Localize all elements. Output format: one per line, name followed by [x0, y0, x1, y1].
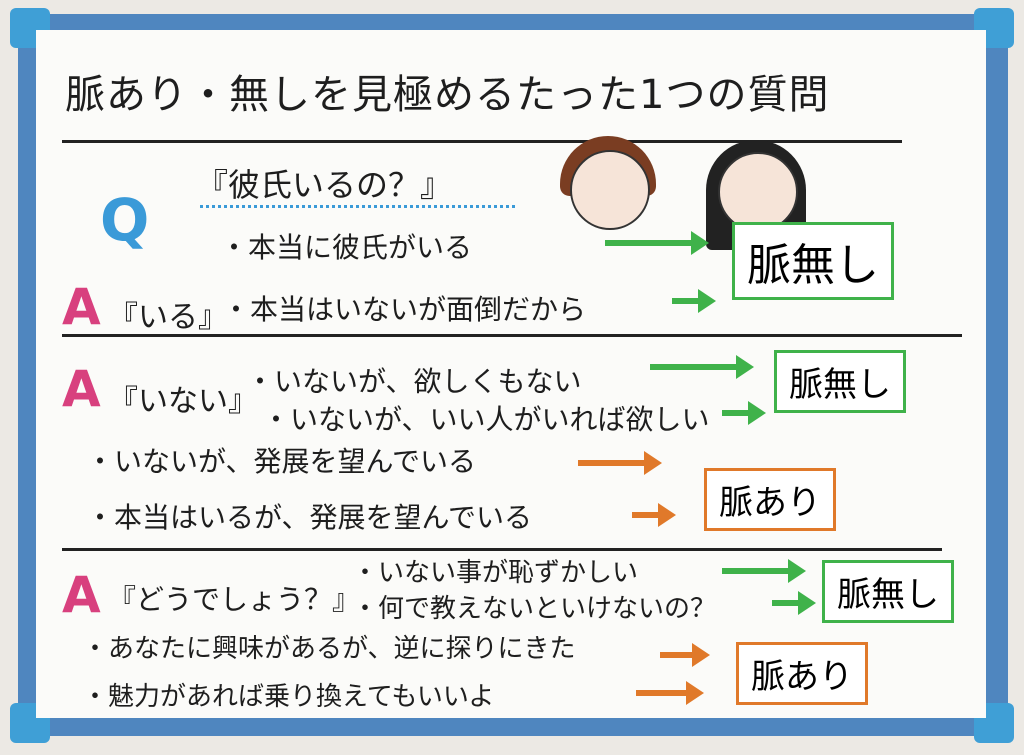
item: ・あなたに興味があるが、逆に探りにきた — [82, 634, 576, 664]
arrow-icon — [660, 643, 710, 667]
result-chance: 脈あり — [704, 468, 836, 531]
illustration-man-face — [570, 150, 650, 230]
arrow-icon — [578, 451, 662, 475]
question-text: 『彼氏いるの？』 — [196, 166, 453, 204]
result-no-chance: 脈無し — [732, 222, 894, 300]
item: ・何で教えないといけないの？ — [352, 594, 717, 624]
board-title: 脈あり・無しを見極めるたった1つの質問 — [65, 72, 830, 118]
arrow-icon — [650, 355, 754, 379]
divider — [62, 334, 962, 337]
arrow-icon — [772, 591, 816, 615]
arrow-icon — [722, 401, 766, 425]
item: ・魅力があれば乗り換えてもいいよ — [82, 682, 495, 712]
illustration-woman-face — [718, 152, 798, 232]
item: ・本当はいるが、発展を望んでいる — [86, 501, 533, 534]
item: ・いないが、発展を望んでいる — [86, 445, 477, 478]
arrow-icon — [632, 503, 676, 527]
item: ・いない事が恥ずかしい — [352, 558, 639, 588]
result-no-chance: 脈無し — [822, 560, 954, 623]
question-mark: Q — [100, 186, 150, 254]
answer-mark: A — [62, 278, 101, 336]
answer-text: 『どうでしょう？』 — [108, 583, 361, 616]
answer-text: 『いる』 — [108, 300, 228, 335]
arrow-icon — [636, 681, 704, 705]
answer-mark: A — [62, 566, 101, 624]
item: ・本当に彼氏がいる — [220, 231, 473, 264]
arrow-icon — [605, 231, 709, 255]
item: ・本当はいないが面倒だから — [222, 293, 587, 326]
arrow-icon — [722, 559, 806, 583]
item: ・いないが、いい人がいれば欲しい — [262, 403, 710, 436]
answer-text: 『いない』 — [108, 384, 258, 419]
divider — [62, 548, 942, 551]
result-no-chance: 脈無し — [774, 350, 906, 413]
item: ・いないが、欲しくもない — [246, 365, 582, 398]
answer-mark: A — [62, 360, 101, 418]
divider — [62, 140, 902, 143]
arrow-icon — [672, 289, 716, 313]
result-chance: 脈あり — [736, 642, 868, 705]
underline — [200, 204, 515, 208]
